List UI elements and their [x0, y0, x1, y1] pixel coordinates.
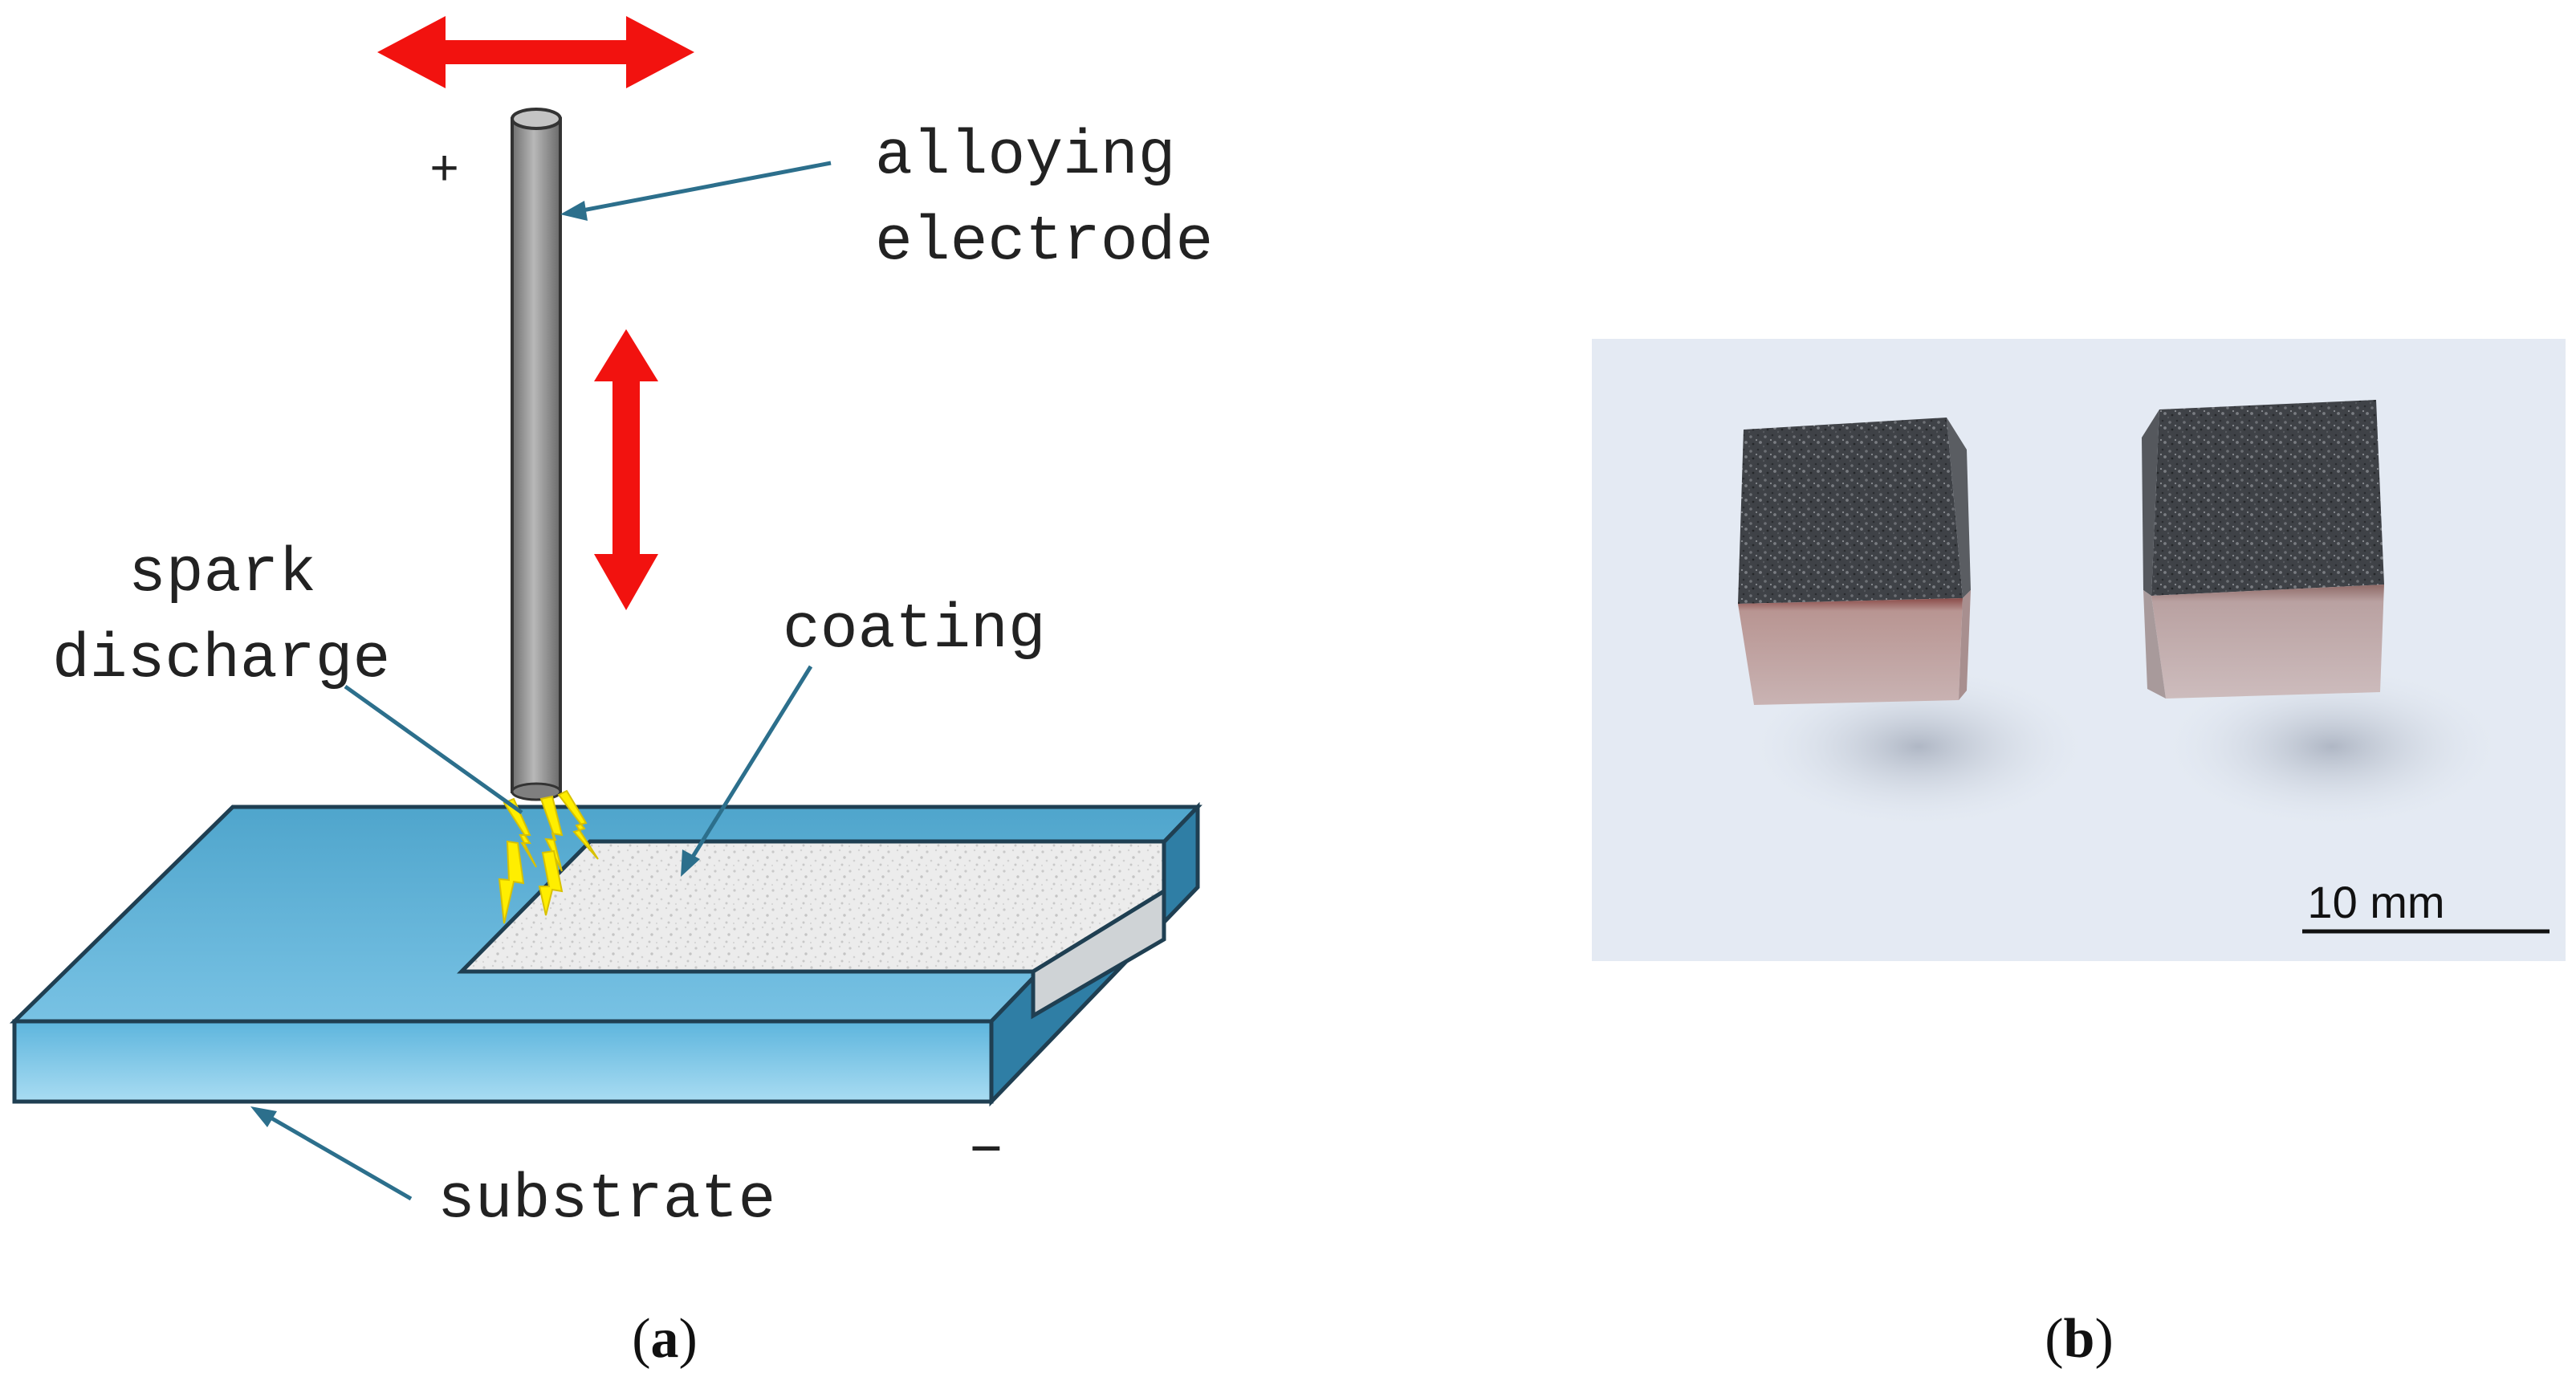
left-cube-shadow [1750, 666, 2087, 827]
panel-b-photo: 10 mm (b) [1592, 339, 2566, 1370]
spark-label-line2: discharge [52, 625, 390, 695]
substrate-leader-arrowhead [250, 1106, 277, 1127]
leader-lines [259, 161, 832, 1201]
coating-leader-line [684, 665, 813, 869]
vertical-motion-arrow [594, 329, 658, 610]
substrate-label: substrate [437, 1165, 775, 1236]
right-sample-cube [2142, 400, 2384, 699]
scale-bar-label: 10 mm [2307, 877, 2444, 927]
spark-leader-line [344, 684, 523, 815]
right-cube-shadow [2163, 666, 2501, 827]
coating-edge [1031, 887, 1166, 1020]
photo-background [1592, 339, 2566, 961]
spark-bolts [498, 789, 599, 924]
horizontal-motion-arrow [377, 16, 694, 88]
electrode-rod [511, 108, 562, 801]
coating-leader-arrowhead [681, 849, 700, 877]
panel-a-diagram: + alloying electrode spark discharge coa… [9, 16, 1213, 1370]
coating-label: coating [783, 595, 1046, 666]
electrode-label-line1: alloying [875, 121, 1175, 192]
electrode-leader-arrowhead [560, 201, 588, 221]
electrode-leader-line [569, 161, 832, 215]
positive-terminal-label: + [429, 143, 459, 200]
panel-b-caption: (b) [2045, 1308, 2114, 1370]
left-sample-cube [1738, 418, 1971, 705]
electrode-label-line2: electrode [875, 207, 1213, 278]
spark-label-line1: spark [128, 539, 316, 609]
substrate-front-face [12, 1019, 994, 1104]
negative-terminal-label: – [967, 1113, 1005, 1183]
panel-a-caption: (a) [632, 1308, 698, 1370]
substrate-leader-line [259, 1110, 413, 1201]
